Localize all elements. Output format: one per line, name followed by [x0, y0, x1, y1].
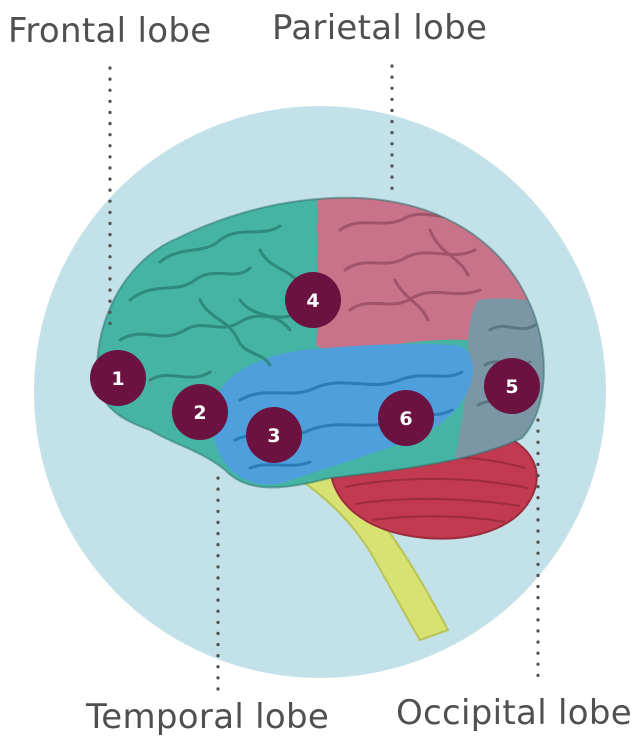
marker-1-number: 1 [111, 368, 124, 390]
marker-6-number: 6 [399, 408, 412, 430]
marker-5: 5 [484, 358, 540, 414]
marker-2-number: 2 [193, 402, 206, 424]
marker-5-number: 5 [505, 376, 518, 398]
marker-6: 6 [378, 390, 434, 446]
marker-3-number: 3 [267, 425, 280, 447]
marker-3: 3 [246, 407, 302, 463]
marker-1: 1 [90, 350, 146, 406]
marker-4-number: 4 [306, 290, 319, 312]
marker-4: 4 [285, 272, 341, 328]
marker-2: 2 [172, 384, 228, 440]
